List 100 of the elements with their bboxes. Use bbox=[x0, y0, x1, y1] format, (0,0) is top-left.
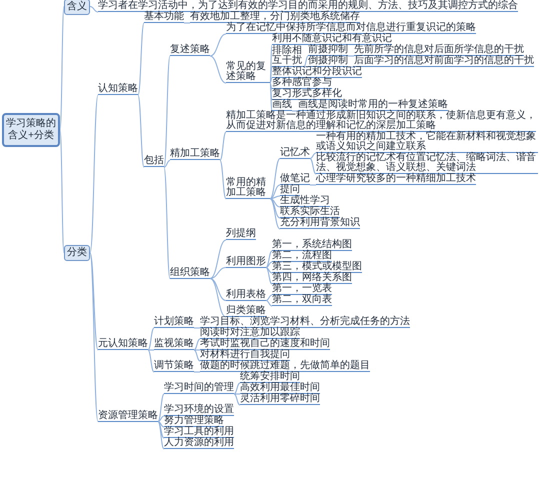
topic-text: 排除相互干扰 bbox=[272, 46, 304, 66]
connector-line bbox=[138, 94, 144, 168]
connector-line bbox=[270, 78, 272, 84]
topic-text: 精加工策略 bbox=[170, 149, 220, 160]
topic-text: 生成性学习 bbox=[280, 196, 330, 207]
topic-text: 高效利用最佳时间 bbox=[240, 383, 320, 394]
topic-text: 为了在记忆中保持所学信息而对信息进行重复识记的策略 bbox=[226, 23, 476, 34]
topic-text: 第一，系统结构图 bbox=[272, 240, 352, 251]
topic-text: 努力管理策略 bbox=[164, 416, 224, 427]
connector-line bbox=[158, 421, 164, 428]
topic-text: 整体识记和分段识记 bbox=[272, 67, 362, 78]
connector-line bbox=[270, 158, 280, 200]
connector-line bbox=[210, 240, 226, 279]
connector-line bbox=[90, 6, 98, 12]
connector-line bbox=[270, 198, 280, 218]
connector-line bbox=[266, 267, 272, 274]
topic-text: 包括 bbox=[144, 156, 164, 168]
topic-text: 第一，一览表 bbox=[272, 284, 332, 295]
topic-text: 第四，网络关系图 bbox=[272, 273, 352, 284]
connector-line bbox=[266, 294, 272, 301]
connector-line bbox=[220, 160, 226, 200]
topic-text: 学习工具的利用 bbox=[164, 427, 234, 438]
connector-line bbox=[60, 129, 64, 254]
topic-text: 阅读时对注意加以跟踪 bbox=[200, 328, 300, 339]
topic-text: 记忆术 bbox=[280, 148, 310, 158]
connector-line bbox=[270, 198, 280, 230]
connector-line bbox=[90, 252, 98, 422]
topic-box: 分类 bbox=[64, 244, 90, 261]
topic-text: 做笔记 bbox=[280, 174, 310, 185]
topic-text: 灵活利用零碎时间 bbox=[240, 394, 320, 405]
topic-text: 第二，流程图 bbox=[272, 251, 332, 262]
topic-text: 精加工策略是一种通过形成新旧知识之间的联系，使新信息更有意义，从而促进对新信息的理解和记忆的深层加工策略 bbox=[226, 111, 536, 132]
topic-text: 复述策略 bbox=[170, 45, 210, 56]
topic-text: 列提纲 bbox=[226, 229, 256, 240]
connector-line bbox=[270, 198, 280, 208]
connector-line bbox=[210, 267, 226, 279]
central-topic-box: 学习策略的含义+分类 bbox=[2, 112, 60, 147]
topic-text: 倒摄抑制 bbox=[308, 56, 348, 67]
connector-line bbox=[310, 158, 316, 174]
connector-line bbox=[194, 350, 200, 362]
topic-text: 计划策略 bbox=[154, 317, 194, 328]
topic-text: 做题的时候跳过难题，先做简单的题目 bbox=[200, 361, 370, 372]
topic-text: 联系实际生活 bbox=[280, 207, 340, 218]
topic-text: 资源管理策略 bbox=[98, 410, 158, 422]
connector-line bbox=[164, 166, 170, 279]
topic-text: 多种感官参与 bbox=[272, 78, 332, 89]
topic-text: 学习时间的管理 bbox=[164, 383, 234, 394]
topic-text: 画线是阅读时常用的一种复述策略 bbox=[298, 100, 448, 111]
connector-line bbox=[158, 421, 164, 438]
connector-line bbox=[310, 184, 316, 186]
connector-line bbox=[158, 394, 164, 422]
connector-line bbox=[266, 262, 272, 268]
topic-text: 统筹安排时间 bbox=[240, 372, 300, 383]
topic-text: 监视策略 bbox=[154, 339, 194, 350]
connector-line bbox=[184, 22, 190, 24]
topic-text: 组织策略 bbox=[170, 268, 210, 278]
connector-line bbox=[138, 22, 144, 96]
topic-text: 考试时监视自己的速度和时间 bbox=[200, 339, 330, 350]
topic-text: 常用的精加工策略 bbox=[226, 178, 270, 199]
topic-text: 第三，模式或模型图 bbox=[272, 262, 362, 273]
topic-text: 有效地加工整理，分门别类地系统储存 bbox=[190, 12, 360, 23]
topic-text: 调节策略 bbox=[154, 361, 194, 372]
topic-text: 学习目标、浏览学习材料、分析完成任务的方法 bbox=[200, 317, 410, 328]
topic-text: 元认知策略 bbox=[98, 339, 148, 350]
connector-line bbox=[210, 278, 226, 301]
topic-text: 后面学习的信息对前面学习的信息的干扰 bbox=[354, 56, 534, 67]
connector-line bbox=[266, 300, 272, 306]
connector-line bbox=[304, 56, 308, 67]
connector-line bbox=[164, 56, 170, 168]
connector-line bbox=[158, 416, 164, 422]
connector-line bbox=[90, 252, 98, 350]
topic-text: 认知策略 bbox=[98, 84, 138, 96]
topic-text: 心理学研究较多的一种精细加工技术 bbox=[316, 174, 476, 185]
topic-text: 前摄抑制 bbox=[308, 45, 348, 56]
connector-line bbox=[234, 382, 240, 394]
connector-line bbox=[292, 110, 298, 112]
topic-text: 一种有用的精加工技术，它能在新材料和视觉想象或语义知识之间建立联系 bbox=[316, 132, 538, 153]
connector-line bbox=[266, 250, 272, 268]
connector-line bbox=[270, 184, 280, 200]
connector-line bbox=[304, 66, 308, 68]
topic-text: 利用不随意识记和有意识记 bbox=[272, 34, 392, 45]
connector-line bbox=[270, 82, 272, 100]
connector-line bbox=[60, 6, 64, 130]
connector-line bbox=[194, 338, 200, 350]
connector-line bbox=[164, 160, 170, 168]
topic-text: 比较流行的记忆术有位置记忆法、缩略词法、谐音法、视觉想象、语义联想、关键词法 bbox=[316, 153, 538, 174]
topic-text: 复习形式多样化 bbox=[272, 89, 342, 100]
connector-line bbox=[158, 421, 164, 450]
topic-text: 基本功能 bbox=[144, 12, 184, 23]
connector-line bbox=[270, 82, 272, 112]
topic-text: 利用表格 bbox=[226, 290, 266, 300]
topic-text: 第二，双向表 bbox=[272, 295, 332, 306]
connector-line bbox=[148, 350, 154, 372]
connector-line bbox=[270, 66, 272, 84]
connector-line bbox=[210, 34, 226, 56]
topic-text: 画线 bbox=[272, 100, 292, 111]
connector-line bbox=[310, 152, 316, 159]
connector-line bbox=[270, 196, 280, 200]
topic-text: 对材料进行自我提问 bbox=[200, 350, 290, 361]
topic-text: 提问 bbox=[280, 185, 300, 196]
